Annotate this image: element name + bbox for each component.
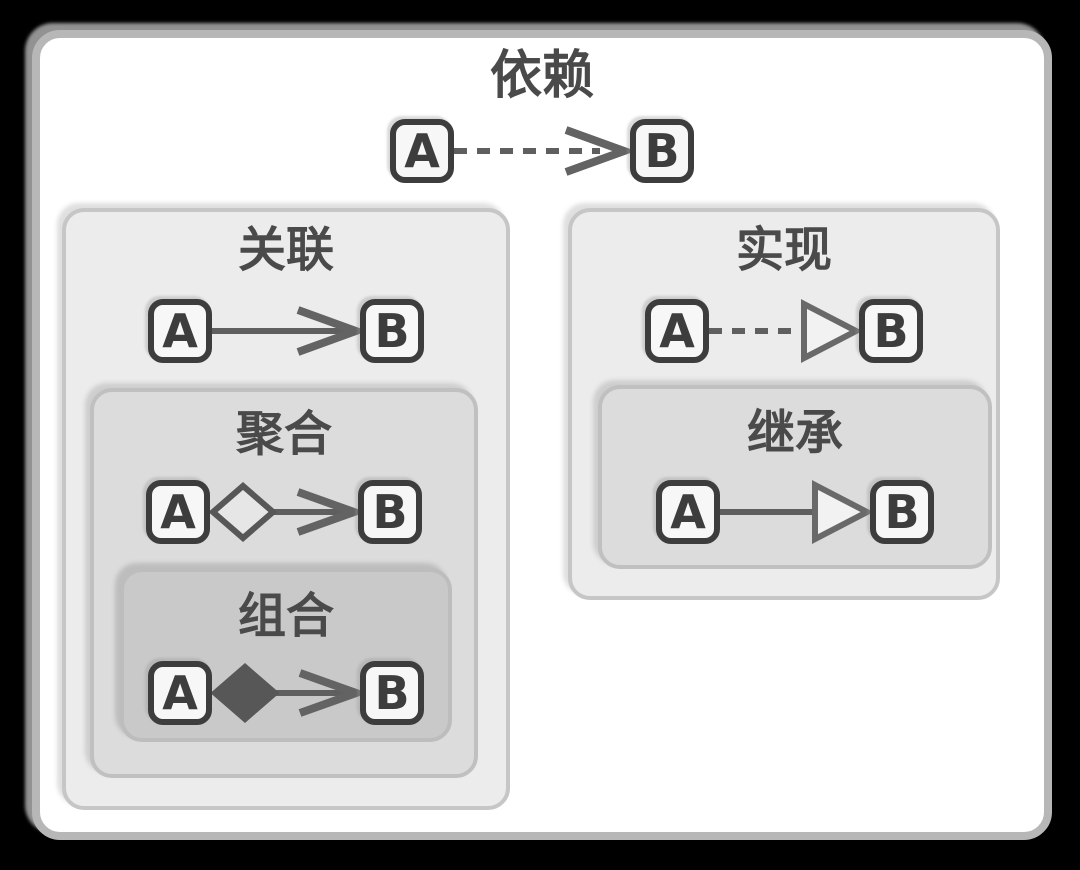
open-arrowhead-icon [296,306,360,356]
association-connector [212,306,360,356]
open-arrowhead-icon [296,488,358,536]
hollow-diamond-icon [210,482,278,542]
open-arrowhead-icon [564,126,630,176]
dependency-relation: A B [390,116,694,186]
association-relation: A B [148,296,424,366]
node-b: B [358,480,422,544]
hollow-triangle-icon [812,480,870,544]
node-b: B [360,661,424,725]
open-arrowhead-icon [298,669,360,717]
inheritance-connector [720,480,870,544]
node-b: B [630,119,694,183]
filled-diamond-icon [212,663,280,723]
hollow-triangle-icon [801,299,859,363]
realization-title: 实现 [735,222,832,278]
association-box: 关联 A B 聚合 A B 组合 [62,208,510,810]
node-a: A [656,480,720,544]
realization-box: 实现 A B 继承 A B [568,208,1000,600]
node-a: A [390,119,454,183]
node-a: A [645,299,709,363]
composition-connector [212,663,360,723]
node-b: B [859,299,923,363]
realization-connector [709,299,859,363]
node-a: A [148,299,212,363]
realization-relation: A B [645,296,923,366]
inheritance-title: 继承 [746,405,843,461]
dependency-title: 依赖 [489,46,594,106]
aggregation-box: 聚合 A B 组合 A [90,388,478,778]
aggregation-relation: A B [146,477,422,547]
inheritance-box: 继承 A B [598,385,992,569]
composition-box: 组合 A B [120,568,452,742]
node-a: A [148,661,212,725]
diagram-panel: 依赖 A B 关联 A B 聚合 A [32,30,1052,840]
node-b: B [870,480,934,544]
node-b: B [360,299,424,363]
node-a: A [146,480,210,544]
composition-relation: A B [148,658,424,728]
aggregation-connector [210,482,358,542]
inheritance-relation: A B [656,477,934,547]
association-title: 关联 [237,222,334,278]
aggregation-title: 聚合 [235,406,332,462]
composition-title: 组合 [237,588,334,644]
dependency-connector [454,126,630,176]
